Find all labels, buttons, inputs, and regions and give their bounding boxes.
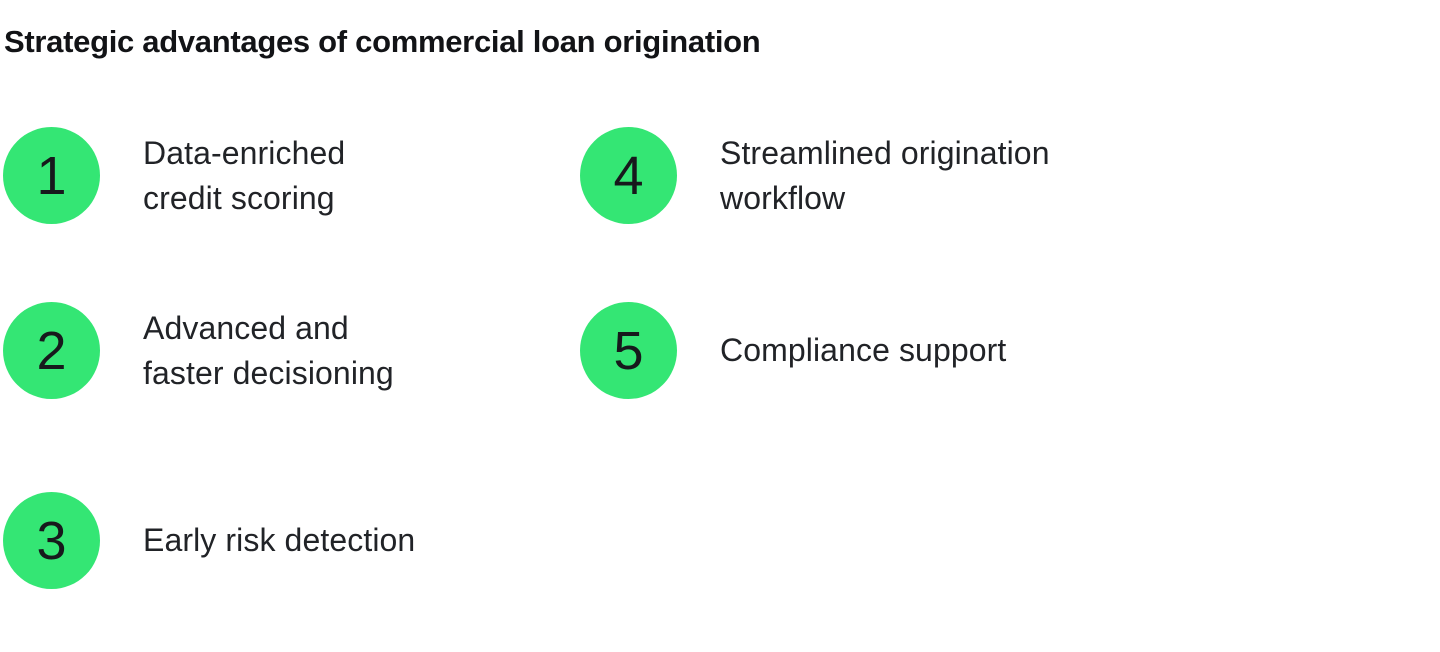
item-label: Early risk detection bbox=[143, 522, 416, 558]
advantage-item-2: 2 Advanced and faster decisioning bbox=[3, 302, 394, 399]
page-title: Strategic advantages of commercial loan … bbox=[4, 24, 761, 59]
advantage-item-3: 3 Early risk detection bbox=[3, 492, 415, 589]
item-label: Streamlined origination workflow bbox=[720, 134, 1050, 216]
item-label: Compliance support bbox=[720, 332, 1007, 368]
advantage-item-5: 5 Compliance support bbox=[580, 302, 1006, 399]
item-number-badge: 2 bbox=[3, 302, 100, 399]
advantage-item-4: 4 Streamlined origination workflow bbox=[580, 127, 1050, 224]
item-number-badge: 5 bbox=[580, 302, 677, 399]
item-number-badge: 3 bbox=[3, 492, 100, 589]
item-label: Data-enriched credit scoring bbox=[143, 134, 346, 216]
item-number-badge: 1 bbox=[3, 127, 100, 224]
item-number-badge: 4 bbox=[580, 127, 677, 224]
item-label: Advanced and faster decisioning bbox=[143, 309, 394, 391]
advantage-item-1: 1 Data-enriched credit scoring bbox=[3, 127, 345, 224]
